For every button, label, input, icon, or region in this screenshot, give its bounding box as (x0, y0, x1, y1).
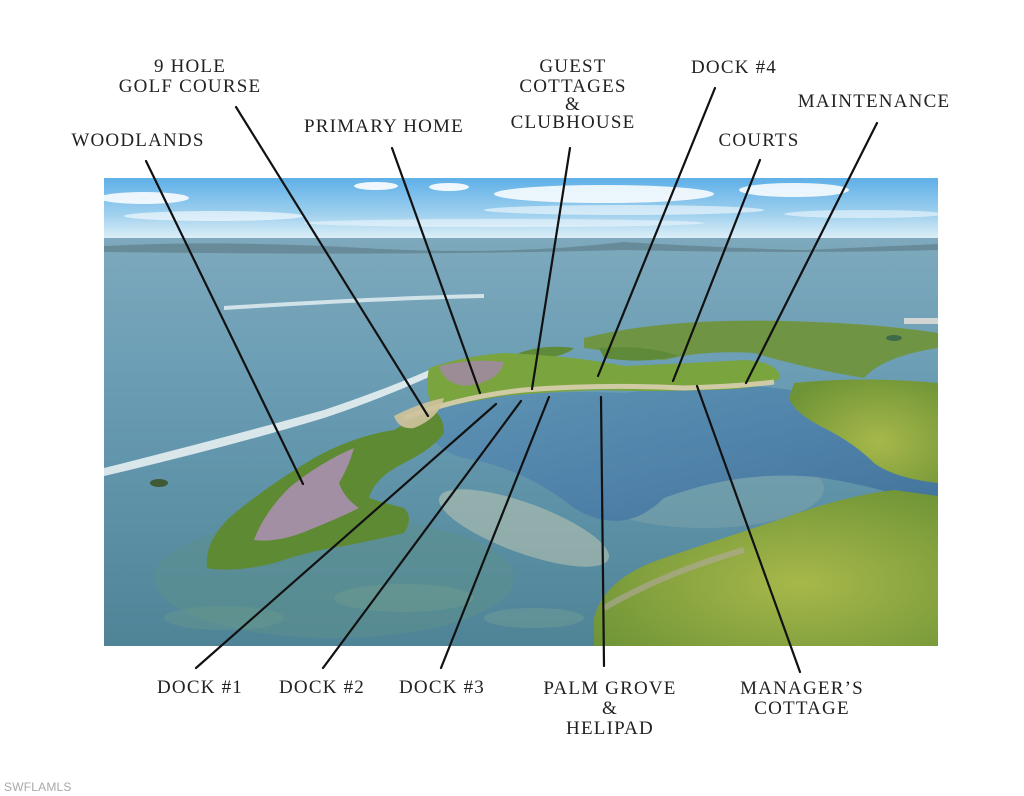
label-dock-2: DOCK #2 (279, 678, 365, 698)
label-line: GOLF COURSE (118, 76, 262, 97)
label-line: 9 HOLE (153, 56, 227, 77)
label-dock-4: DOCK #4 (691, 58, 777, 78)
label-line: & (565, 94, 581, 115)
label-line: CLUBHOUSE (510, 112, 636, 133)
label-line: DOCK #3 (399, 677, 485, 698)
label-maintenance: MAINTENANCE (798, 92, 951, 112)
label-line: COURTS (718, 130, 800, 151)
label-line: GUEST (539, 56, 607, 77)
label-woodlands: WOODLANDS (71, 131, 204, 151)
label-palm-grove-helipad: PALM GROVE & HELIPAD (543, 679, 676, 739)
label-line: WOODLANDS (71, 130, 205, 151)
label-line: & (602, 698, 618, 719)
label-line: PRIMARY HOME (304, 116, 464, 137)
label-line: DOCK #2 (279, 677, 365, 698)
label-managers-cottage: MANAGER’S COTTAGE (740, 679, 864, 719)
label-primary-home: PRIMARY HOME (304, 117, 464, 137)
label-line: DOCK #1 (157, 677, 243, 698)
label-line: COTTAGES (519, 76, 627, 97)
aerial-photo (104, 178, 938, 646)
label-line: DOCK #4 (691, 57, 777, 78)
label-courts: COURTS (718, 131, 799, 151)
label-dock-3: DOCK #3 (399, 678, 485, 698)
label-guest-cottages-clubhouse: GUEST COTTAGES & CLUBHOUSE (511, 57, 636, 133)
label-line: MANAGER’S (740, 678, 864, 699)
label-dock-1: DOCK #1 (157, 678, 243, 698)
label-line: COTTAGE (754, 698, 850, 719)
watermark: SWFLAMLS (4, 780, 72, 794)
label-line: PALM GROVE (543, 678, 677, 699)
label-golf-course: 9 HOLE GOLF COURSE (119, 57, 262, 97)
label-line: HELIPAD (566, 718, 654, 739)
label-line: MAINTENANCE (797, 91, 951, 112)
